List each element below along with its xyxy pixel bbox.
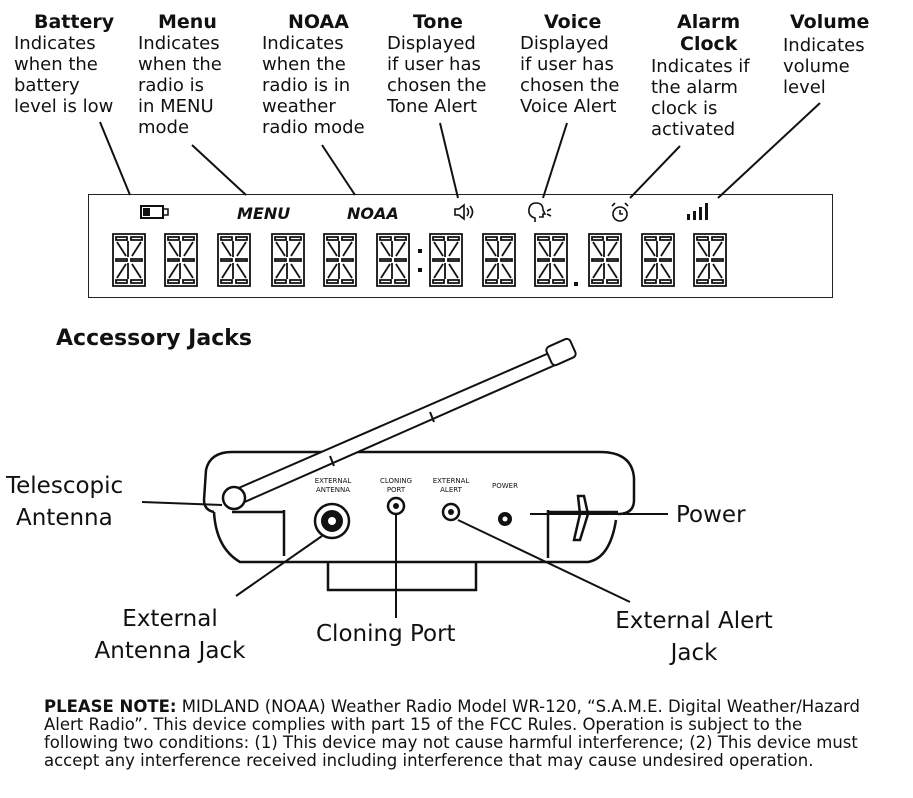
leader-line-noaa xyxy=(321,144,356,196)
fcc-note: PLEASE NOTE: MIDLAND (NOAA) Weather Radi… xyxy=(44,698,874,770)
lcd-digit xyxy=(534,233,568,287)
lcd-digit xyxy=(693,233,727,287)
callout-telescopic-antenna: Telescopic Antenna xyxy=(6,473,124,531)
note-label: PLEASE NOTE: xyxy=(44,697,177,716)
voice-head-icon xyxy=(528,202,552,222)
external-alert-jack xyxy=(441,502,461,522)
leader-line-volume xyxy=(717,102,821,199)
callout-external-antenna-jack: External Antenna Jack xyxy=(94,606,246,664)
leader-line-voice xyxy=(542,122,568,199)
lcd-digit xyxy=(482,233,516,287)
callout-external-alert-jack: External Alert Jack xyxy=(615,608,773,666)
indicator-desc: Indicates when the radio is in weather r… xyxy=(262,33,365,138)
leader-line-external-antenna-jack xyxy=(235,535,323,597)
leader-line-battery xyxy=(99,121,131,196)
leader-line-alarm xyxy=(629,145,681,199)
alarm-clock-icon xyxy=(611,202,629,222)
indicator-title: Menu xyxy=(158,11,217,33)
indicator-title: Alarm xyxy=(677,11,741,33)
indicator-desc: Displayed if user has chosen the Voice A… xyxy=(520,33,620,117)
lcd-digit xyxy=(271,233,305,287)
indicator-desc: Displayed if user has chosen the Tone Al… xyxy=(387,33,487,117)
indicator-title: Battery xyxy=(34,11,115,33)
external-antenna-jack xyxy=(313,502,351,540)
lcd-colon-dot xyxy=(418,249,422,253)
speaker-icon xyxy=(454,203,474,221)
indicator-title: Volume xyxy=(790,11,870,33)
leader-line-menu xyxy=(191,144,247,196)
power-jack xyxy=(498,512,512,526)
lcd-digit xyxy=(376,233,410,287)
callout-power: Power xyxy=(676,502,746,528)
jack-label-cloning-port: CLONING PORT xyxy=(379,477,412,494)
noaa-lcd-icon: NOAA xyxy=(347,204,399,223)
leader-line-telescopic-antenna xyxy=(141,501,223,506)
lcd-digit xyxy=(217,233,251,287)
lcd-digit xyxy=(641,233,675,287)
indicator-desc: Indicates when the battery level is low xyxy=(14,33,114,117)
section-title: Accessory Jacks xyxy=(56,326,252,351)
indicator-title: NOAA xyxy=(288,11,349,33)
lcd-digit xyxy=(112,233,146,287)
indicator-desc: Indicates when the radio is in MENU mode xyxy=(138,33,222,138)
lcd-digit xyxy=(588,233,622,287)
leader-line-tone xyxy=(439,122,459,199)
jack-label-external-antenna: EXTERNAL ANTENNA xyxy=(314,477,352,494)
battery-icon xyxy=(140,205,169,219)
lcd-separators xyxy=(418,249,578,286)
lcd-digit xyxy=(323,233,357,287)
menu-lcd-icon: MENU xyxy=(237,204,291,223)
indicator-title: Voice xyxy=(544,11,602,33)
volume-bars-icon xyxy=(687,203,708,220)
indicator-desc: Indicates if the alarm clock is activate… xyxy=(651,56,750,140)
jack-label-power: POWER xyxy=(492,482,518,490)
lcd-digit xyxy=(164,233,198,287)
indicator-desc: Indicates volume level xyxy=(783,35,865,98)
jack-label-external-alert: EXTERNAL ALERT xyxy=(432,477,470,494)
indicator-title-line2: Clock xyxy=(680,33,738,55)
callout-cloning-port: Cloning Port xyxy=(316,621,456,647)
leader-line-external-alert-jack xyxy=(457,519,631,603)
note-text: MIDLAND (NOAA) Weather Radio Model WR-12… xyxy=(44,697,861,770)
telescopic-antenna xyxy=(221,337,577,511)
radio-body xyxy=(202,450,636,592)
indicator-title: Tone xyxy=(413,11,463,33)
lcd-digit xyxy=(429,233,463,287)
cloning-port-jack xyxy=(386,496,406,516)
lcd-decimal-point xyxy=(574,282,578,286)
lcd-colon-dot xyxy=(418,268,422,272)
